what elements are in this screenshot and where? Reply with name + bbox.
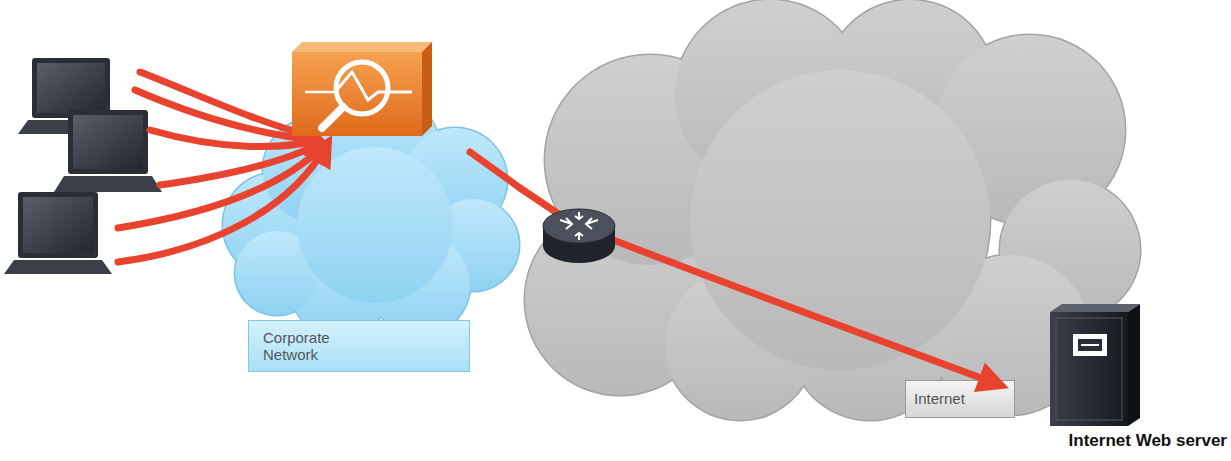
appliance-front xyxy=(292,52,422,136)
laptop-screen xyxy=(32,58,110,118)
laptop-display xyxy=(23,197,93,253)
node-text: Internet Web server xyxy=(1069,431,1227,450)
laptop-base xyxy=(54,176,162,192)
node-text: Corporate Network xyxy=(263,329,353,363)
wave-line xyxy=(305,91,335,94)
inspection-appliance xyxy=(292,42,432,136)
laptop-screen xyxy=(68,110,148,174)
corporate-network-cloud: Corporate Network xyxy=(215,95,520,375)
laptop-screen xyxy=(18,192,98,258)
internet-cloud: Internet xyxy=(510,0,1140,425)
cloud-shape xyxy=(510,0,1140,425)
laptop-display xyxy=(73,115,143,169)
router-top xyxy=(543,209,615,243)
router-arrows xyxy=(560,212,598,240)
node-text: Internet xyxy=(914,390,965,407)
wave-line xyxy=(335,72,412,100)
laptop-base xyxy=(4,260,112,274)
appliance-top xyxy=(292,42,432,52)
laptop-icon xyxy=(4,192,112,274)
server-icon xyxy=(1000,300,1231,430)
web-server: Internet Web server xyxy=(1000,300,1231,461)
laptop-display xyxy=(37,63,105,113)
appliance-side xyxy=(422,42,432,136)
router-symbol xyxy=(543,209,615,263)
magnifier-handle xyxy=(322,107,343,128)
laptop-icon xyxy=(54,110,162,192)
network-label: Corporate Network xyxy=(248,320,470,372)
server-caption: Internet Web server xyxy=(1000,430,1227,456)
